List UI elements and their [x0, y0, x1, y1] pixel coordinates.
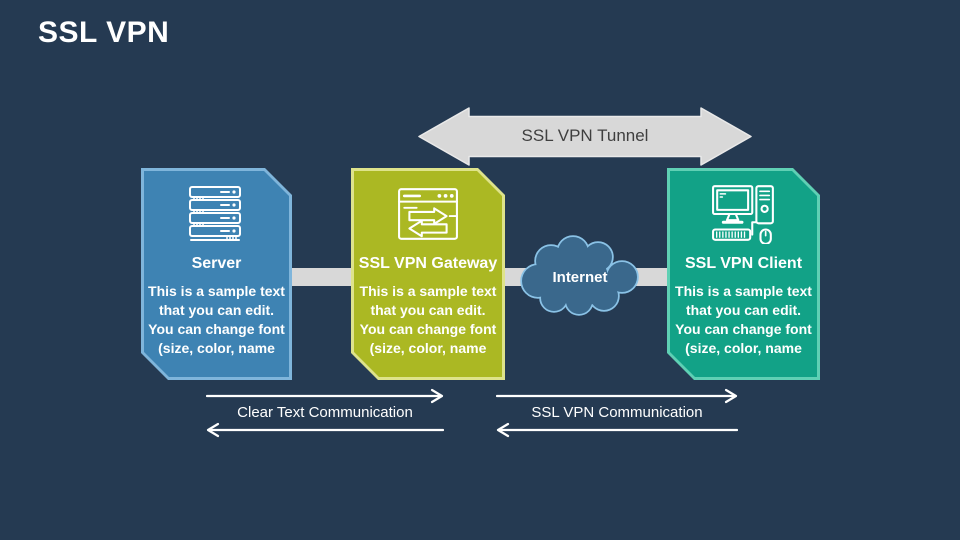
double-arrow-icon	[418, 107, 752, 166]
node-title: SSL VPN Gateway	[358, 255, 498, 272]
node-body: This is a sample text that you can edit.…	[667, 282, 820, 358]
flow-ssl-vpn-communication: SSL VPN Communication	[496, 388, 738, 440]
node-fill	[144, 171, 289, 377]
node-body: This is a sample text that you can edit.…	[351, 282, 505, 358]
page-title: SSL VPN	[38, 16, 170, 49]
node-body-line: that you can edit.	[158, 302, 275, 318]
node-body-line: You can change font	[148, 321, 285, 337]
node-gateway: SSL VPN Gateway This is a sample text th…	[351, 168, 505, 380]
gateway-browser-swap-icon	[351, 183, 505, 245]
cloud-label: Internet	[552, 268, 608, 286]
cloud-icon	[520, 235, 639, 316]
node-client: SSL VPN Client This is a sample text tha…	[667, 168, 820, 380]
node-body-line: This is a sample text	[148, 283, 285, 299]
node-body-line: that you can edit.	[685, 302, 802, 318]
node-title: SSL VPN Client	[684, 255, 803, 272]
node-body-line: You can change font	[675, 321, 812, 337]
node-body-line: You can change font	[359, 321, 497, 337]
flow-label: SSL VPN Communication	[531, 404, 703, 421]
internet-cloud: Internet	[514, 231, 646, 325]
desktop-computer-icon	[667, 183, 820, 245]
node-title: Server	[191, 255, 242, 272]
node-body-line: (size, color, name	[685, 340, 802, 356]
server-rack-icon	[141, 183, 292, 245]
node-fill	[670, 171, 817, 377]
node-body-line: This is a sample text	[675, 283, 812, 299]
ssl-vpn-tunnel-arrow: SSL VPN Tunnel	[418, 107, 752, 166]
flow-label: Clear Text Communication	[237, 404, 413, 421]
bidirectional-arrows-icon	[206, 388, 444, 438]
node-server: Server This is a sample text that you ca…	[141, 168, 292, 380]
node-body-line: (size, color, name	[369, 340, 487, 356]
node-body: This is a sample text that you can edit.…	[141, 282, 292, 358]
node-body-line: This is a sample text	[359, 283, 497, 299]
flow-clear-text-communication: Clear Text Communication	[206, 388, 444, 440]
node-fill	[354, 171, 502, 377]
node-body-line: that you can edit.	[370, 302, 486, 318]
bidirectional-arrows-icon	[496, 388, 738, 438]
tunnel-label: SSL VPN Tunnel	[521, 126, 649, 145]
node-body-line: (size, color, name	[158, 340, 275, 356]
